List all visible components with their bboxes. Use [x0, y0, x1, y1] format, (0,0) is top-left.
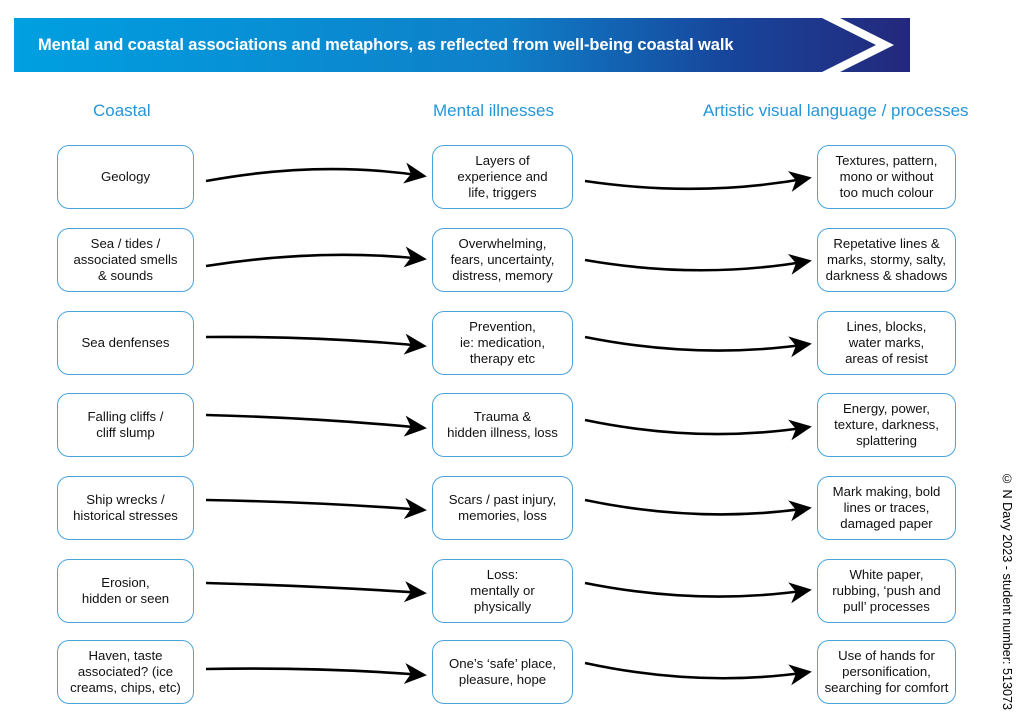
arrow-row-6b: [584, 581, 812, 604]
artistic-box-4[interactable]: Energy, power, texture, darkness, splatt…: [817, 393, 956, 457]
coastal-box-2[interactable]: Sea / tides / associated smells & sounds: [57, 228, 194, 292]
artistic-box-5[interactable]: Mark making, bold lines or traces, damag…: [817, 476, 956, 540]
coastal-box-1[interactable]: Geology: [57, 145, 194, 209]
arrow-row-1b: [584, 171, 812, 192]
copyright-credit: © N Davy 2023 - student number: 513073: [1000, 471, 1014, 710]
column-heading-mental: Mental illnesses: [433, 101, 554, 120]
mental-box-6[interactable]: Loss: mentally or physically: [432, 559, 573, 623]
banner-title: Mental and coastal associations and meta…: [38, 36, 734, 54]
arrow-row-4: [205, 413, 427, 437]
mental-box-2[interactable]: Overwhelming, fears, uncertainty, distre…: [432, 228, 573, 292]
arrow-row-7b: [584, 661, 812, 686]
header-banner: Mental and coastal associations and meta…: [14, 18, 910, 72]
artistic-box-6[interactable]: White paper, rubbing, ‘push and pull’ pr…: [817, 559, 956, 623]
artistic-box-3[interactable]: Lines, blocks, water marks, areas of res…: [817, 311, 956, 375]
coastal-box-4[interactable]: Falling cliffs / cliff slump: [57, 393, 194, 457]
arrow-row-7: [205, 663, 427, 685]
artistic-box-2[interactable]: Repetative lines & marks, stormy, salty,…: [817, 228, 956, 292]
mental-box-7[interactable]: One’s ‘safe’ place, pleasure, hope: [432, 640, 573, 704]
arrow-row-4b: [584, 418, 812, 441]
coastal-box-6[interactable]: Erosion, hidden or seen: [57, 559, 194, 623]
artistic-box-1[interactable]: Textures, pattern, mono or without too m…: [817, 145, 956, 209]
arrow-row-2: [205, 246, 427, 268]
coastal-box-5[interactable]: Ship wrecks / historical stresses: [57, 476, 194, 540]
arrow-row-3b: [584, 335, 812, 358]
arrow-row-2b: [584, 253, 812, 275]
column-heading-coastal: Coastal: [93, 101, 151, 120]
banner-shape: [14, 18, 910, 72]
arrow-group-mental-to-artistic: [584, 171, 812, 686]
arrow-row-5b: [584, 498, 812, 522]
arrow-group-coastal-to-mental: [205, 162, 427, 685]
arrow-row-3: [205, 333, 427, 355]
mental-box-5[interactable]: Scars / past injury, memories, loss: [432, 476, 573, 540]
arrow-row-1: [205, 162, 427, 184]
coastal-box-3[interactable]: Sea denfenses: [57, 311, 194, 375]
mental-box-4[interactable]: Trauma & hidden illness, loss: [432, 393, 573, 457]
coastal-box-7[interactable]: Haven, taste associated? (ice creams, ch…: [57, 640, 194, 704]
arrow-row-6: [205, 581, 427, 603]
arrow-row-5: [205, 498, 427, 520]
artistic-box-7[interactable]: Use of hands for personification, search…: [817, 640, 956, 704]
mental-box-3[interactable]: Prevention, ie: medication, therapy etc: [432, 311, 573, 375]
column-heading-artistic: Artistic visual language / processes: [703, 101, 969, 120]
mental-box-1[interactable]: Layers of experience and life, triggers: [432, 145, 573, 209]
